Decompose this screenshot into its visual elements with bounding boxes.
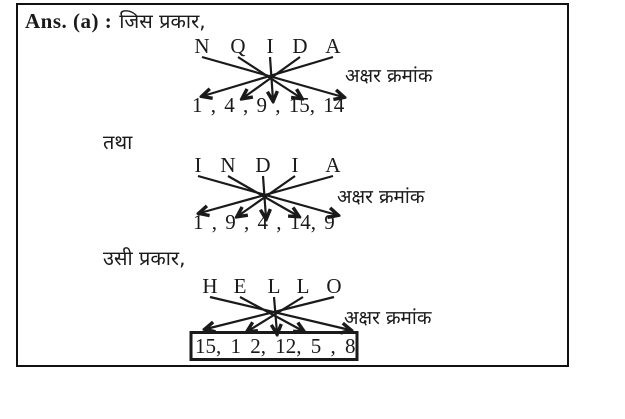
akshar-kramank-label: अक्षर क्रमांक bbox=[344, 307, 432, 329]
diagram-letter: I bbox=[195, 153, 202, 177]
arrow-line bbox=[239, 296, 303, 331]
arrow-line bbox=[206, 295, 335, 329]
diagram-letter: O bbox=[326, 274, 341, 298]
diagram-letter: N bbox=[220, 153, 235, 177]
arrow-line bbox=[237, 56, 301, 98]
diagram-hello: H E L L O 15, 1 2, 12, 5 , 8 अक्षर क्रमा… bbox=[189, 274, 432, 361]
diagram-letter: L bbox=[297, 274, 310, 298]
diagram-nqida: N Q I D A 1 , 4 , 9 , 15, 14 अक्षर क्रमा… bbox=[192, 34, 433, 117]
letter-ranks-text: 1 , 4 , 9 , 15, 14 bbox=[192, 93, 345, 117]
crossing-arrows bbox=[198, 174, 337, 218]
diagram-letter: A bbox=[325, 34, 341, 58]
connector-usi-prakar: उसी प्रकार, bbox=[103, 246, 186, 270]
akshar-kramank-label: अक्षर क्रमांक bbox=[337, 186, 425, 208]
diagram-letters: H E L L O bbox=[202, 274, 341, 298]
connector-tatha: तथा bbox=[103, 130, 133, 154]
arrow-line bbox=[200, 174, 334, 213]
diagram-letter: I bbox=[292, 153, 299, 177]
crossing-arrows bbox=[206, 295, 350, 333]
diagram-letter: A bbox=[325, 153, 341, 177]
diagram-letter: I bbox=[267, 34, 274, 58]
diagram-letter: Q bbox=[230, 34, 245, 58]
diagram-letter: D bbox=[292, 34, 307, 58]
letter-ranks-text: 1 , 9 , 4 , 14, 9 bbox=[193, 210, 335, 234]
answer-heading: Ans. (a) :जिस प्रकार, bbox=[25, 7, 206, 34]
arrow-line bbox=[248, 296, 304, 331]
arrow-line bbox=[243, 56, 301, 98]
akshar-kramank-label: अक्षर क्रमांक bbox=[345, 65, 433, 87]
diagram-india: I N D I A 1 , 9 , 4 , 14, 9 अक्षर क्रमां… bbox=[193, 153, 425, 234]
intro-text: जिस प्रकार, bbox=[119, 9, 206, 33]
diagram-letter: H bbox=[202, 274, 217, 298]
crossing-arrows bbox=[202, 55, 343, 100]
answer-option-label: Ans. (a) : bbox=[25, 9, 113, 33]
diagram-letter: L bbox=[268, 274, 281, 298]
diagram-letter: N bbox=[194, 34, 209, 58]
arrow-line bbox=[209, 295, 350, 330]
arrow-line bbox=[203, 55, 334, 96]
arrow-line bbox=[238, 175, 296, 216]
answer-numbers-box bbox=[189, 331, 359, 361]
diagram-letters: N Q I D A bbox=[194, 34, 341, 58]
diagram-letters: I N D I A bbox=[195, 153, 342, 177]
diagram-letter: E bbox=[234, 274, 247, 298]
diagram-letter: D bbox=[255, 153, 270, 177]
letter-ranks-text: 15, 1 2, 12, 5 , 8 bbox=[195, 334, 356, 358]
